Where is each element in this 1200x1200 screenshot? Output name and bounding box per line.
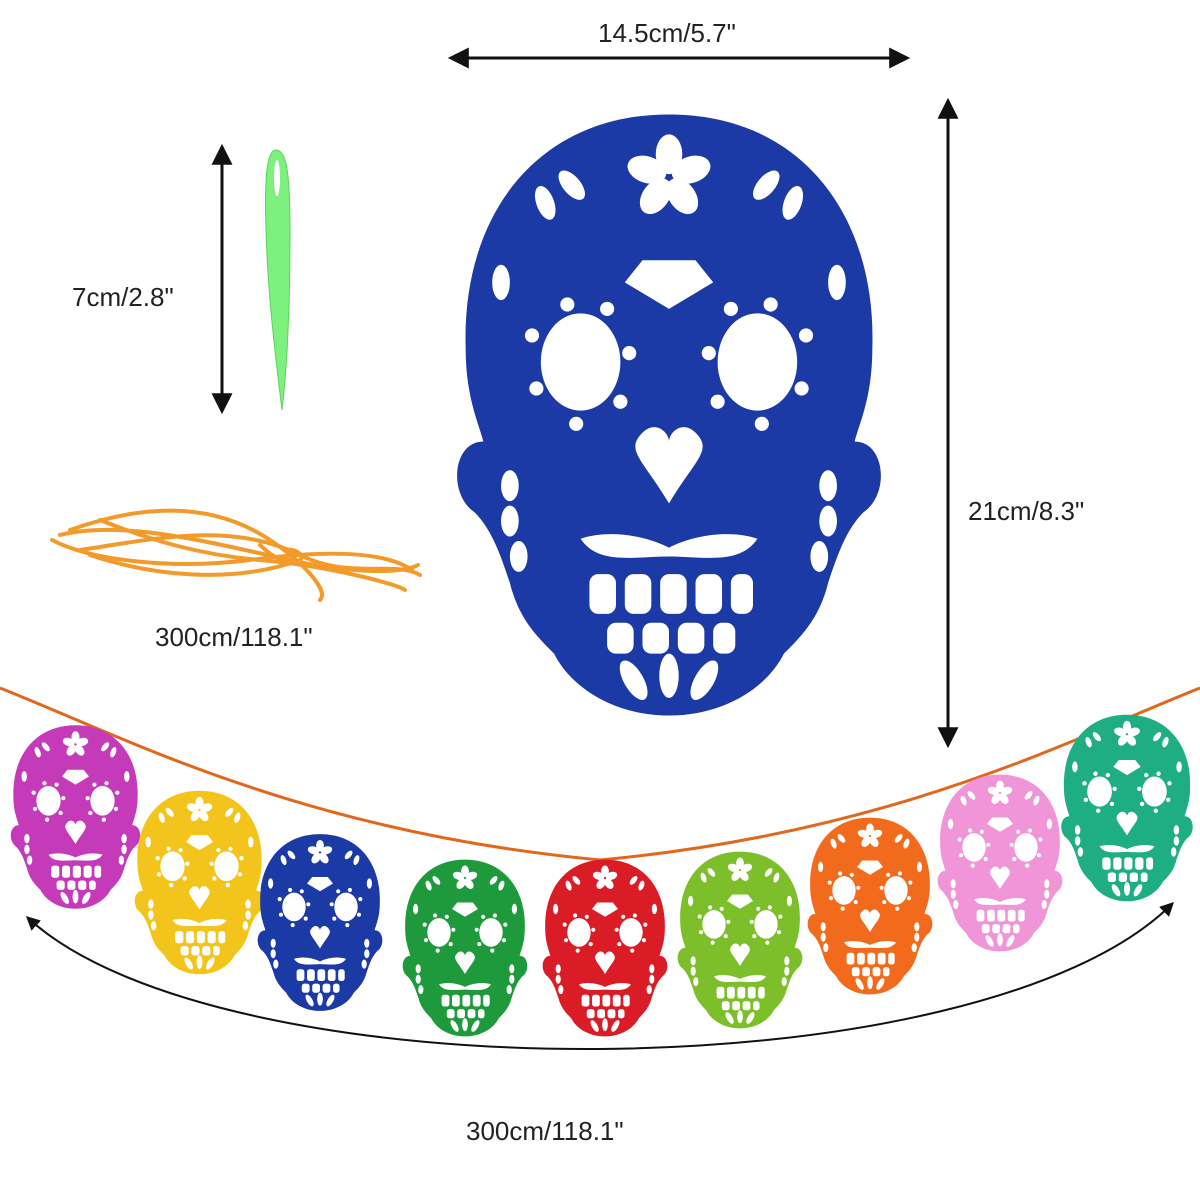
- skull-width-label: 14.5cm/5.7": [598, 18, 736, 48]
- garland-skull-icon: [1061, 714, 1193, 902]
- garland-skull-icon: [402, 859, 528, 1037]
- garland-skull-icon: [677, 851, 803, 1029]
- garland-skull-icon: [807, 817, 933, 995]
- main-skull: [457, 114, 881, 716]
- skull-height-label: 21cm/8.3": [968, 496, 1085, 526]
- garland-skull-icon: [134, 790, 265, 975]
- banner-dimension-arrow-icon: [25, 902, 1174, 1050]
- garland-skull-icon: [542, 859, 668, 1037]
- ribbon-icon: [50, 508, 422, 602]
- needle-length-label: 7cm/2.8": [72, 282, 174, 312]
- garland-skull-icon: [10, 725, 141, 909]
- garland-skull-icon: [937, 774, 1063, 952]
- needle-icon: [265, 149, 291, 411]
- ribbon-length-label: 300cm/118.1": [155, 622, 313, 652]
- garland-skull-icon: [257, 834, 383, 1011]
- banner-length-label: 300cm/118.1": [466, 1116, 624, 1146]
